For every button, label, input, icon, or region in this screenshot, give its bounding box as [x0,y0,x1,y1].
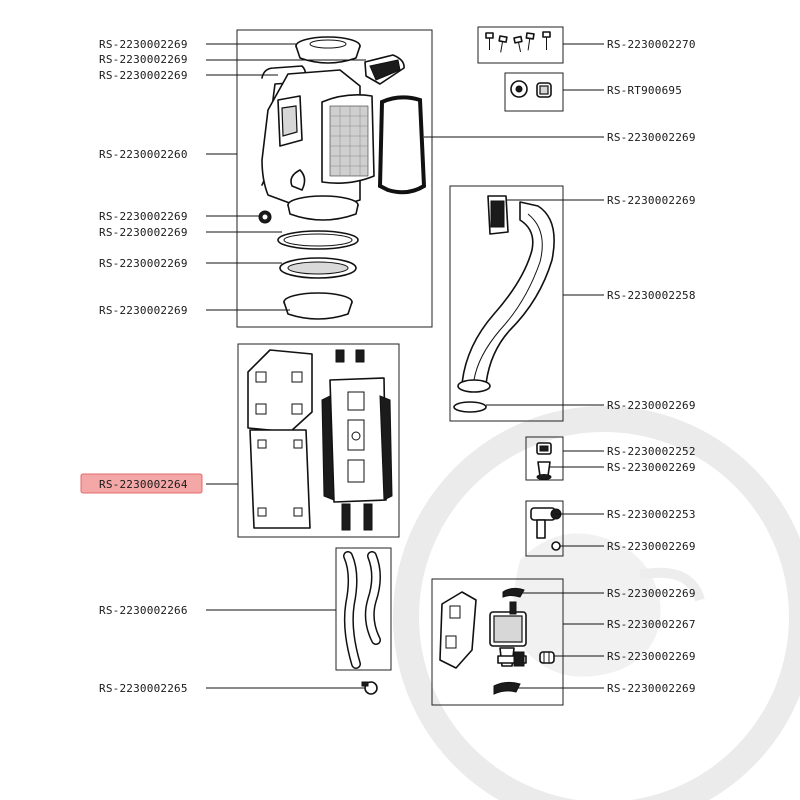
pump-clip-bottom-part [493,681,521,695]
box-valve [525,500,564,557]
filter-cartridge-part [364,54,405,85]
cup-seal-part [283,292,353,320]
silicone-tubes-part [343,551,381,669]
label-connector-seal[interactable]: RS-2230002269 [607,461,696,474]
label-gasket-ring[interactable]: RS-2230002269 [99,257,188,270]
insulation-pad-part [249,429,311,529]
screws-part [485,31,551,53]
label-small-grommet[interactable]: RS-2230002269 [99,210,188,223]
box-tank-group [236,29,433,328]
connector-seal-part [536,461,552,480]
label-silicone-tubes[interactable]: RS-2230002266 [99,604,188,617]
valve-oring-part [551,541,561,551]
label-pump[interactable]: RS-2230002267 [607,618,696,631]
pump-clip-top-part [502,587,525,598]
label-valve-oring[interactable]: RS-2230002269 [607,540,696,553]
label-screws[interactable]: RS-2230002270 [607,38,696,51]
selected-label-highlight [80,473,203,494]
box-screws [477,26,564,64]
label-valve[interactable]: RS-2230002253 [607,508,696,521]
label-heater-selected[interactable]: RS-2230002264 [99,478,188,491]
valve-part [530,507,562,539]
watermark-logo [393,406,800,800]
leader-lines [206,43,604,689]
label-tank-cap[interactable]: RS-2230002269 [99,38,188,51]
filter-frame-gasket-part [377,95,427,195]
label-pump-clip-top[interactable]: RS-2230002269 [607,587,696,600]
pump-bracket-part [439,591,477,669]
plug-part [510,80,552,98]
label-filter-cartridge[interactable]: RS-2230002269 [99,53,188,66]
label-water-tank[interactable]: RS-2230002260 [99,148,188,161]
label-pump-fitting[interactable]: RS-2230002269 [607,650,696,663]
label-connector[interactable]: RS-2230002252 [607,445,696,458]
heating-element-part [321,349,393,531]
box-tubes [335,547,392,671]
label-clamp[interactable]: RS-2230002265 [99,682,188,695]
label-filter-frame[interactable]: RS-2230002269 [607,131,696,144]
label-steam-hose[interactable]: RS-2230002258 [607,289,696,302]
connector-part [536,442,552,455]
box-plug [504,72,564,112]
label-hose-seal-top[interactable]: RS-2230002269 [607,194,696,207]
clamp-part [361,681,378,695]
small-grommet-part [258,210,272,224]
box-heater [237,343,400,538]
water-tank-part [261,65,375,221]
heater-plate-part [247,349,313,433]
label-hose-seal-bottom[interactable]: RS-2230002269 [607,399,696,412]
gasket-ring-part [279,257,357,279]
box-pump [431,578,564,706]
label-tank-handle-seal[interactable]: RS-2230002269 [99,69,188,82]
box-connector [525,436,564,481]
pump-fitting-part [539,651,555,664]
label-pump-clip-bottom[interactable]: RS-2230002269 [607,682,696,695]
box-hose [449,185,564,422]
label-flat-ring[interactable]: RS-2230002269 [99,226,188,239]
label-plug[interactable]: RS-RT900695 [607,84,682,97]
part-labels: RS-2230002269 RS-2230002269 RS-223000226… [99,38,696,695]
pump-part [489,601,527,667]
steam-hose-part [453,195,555,413]
tank-cap-part [295,36,361,64]
label-cup-seal[interactable]: RS-2230002269 [99,304,188,317]
flat-ring-part [277,230,359,250]
